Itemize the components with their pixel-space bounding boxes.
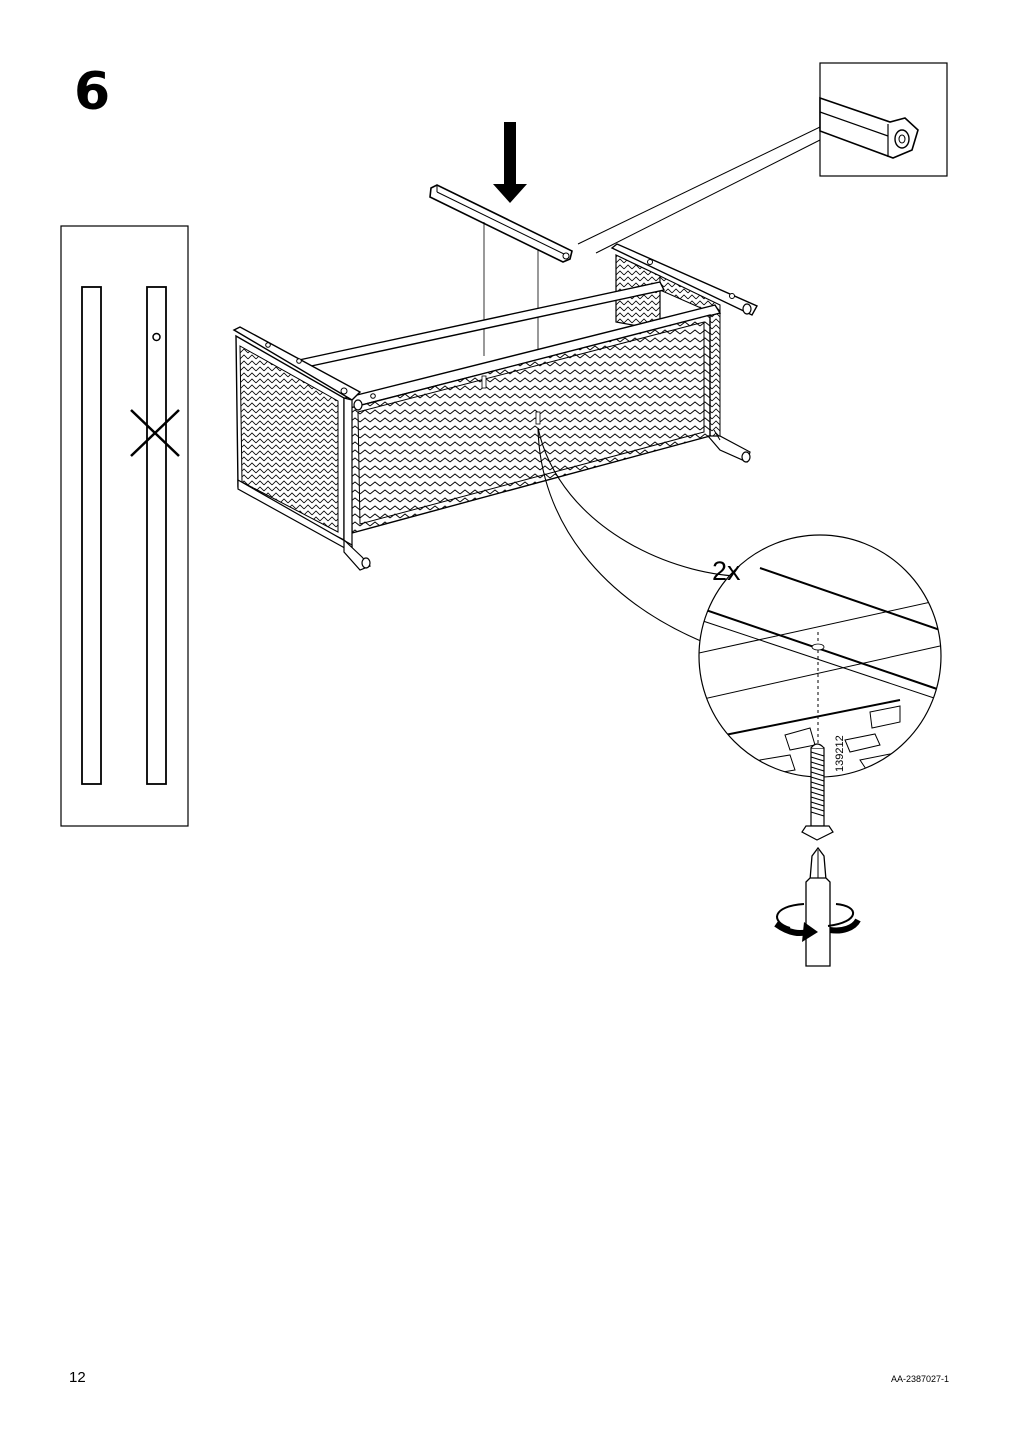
rotation-arrow-icon (774, 903, 861, 942)
rail-end-detail (577, 62, 948, 254)
down-arrow-icon (493, 122, 527, 203)
correct-rail (81, 286, 102, 785)
screw-detail-circle: 2x 139212 (698, 534, 942, 778)
incorrect-rail (146, 286, 167, 785)
cabinet-frame (232, 243, 758, 571)
screw-icon (801, 743, 834, 841)
document-code: AA-2387027-1 (890, 1374, 949, 1384)
screwdriver-icon (805, 846, 831, 967)
quantity-label: 2x (712, 556, 741, 586)
step-number: 6 (74, 62, 111, 122)
rail-comparison-panel (60, 225, 189, 827)
cross-icon (130, 409, 180, 457)
part-number-label: 139212 (834, 735, 846, 772)
callout-connector (537, 427, 709, 645)
rail-hole (152, 332, 161, 342)
page-number: 12 (69, 1369, 86, 1386)
